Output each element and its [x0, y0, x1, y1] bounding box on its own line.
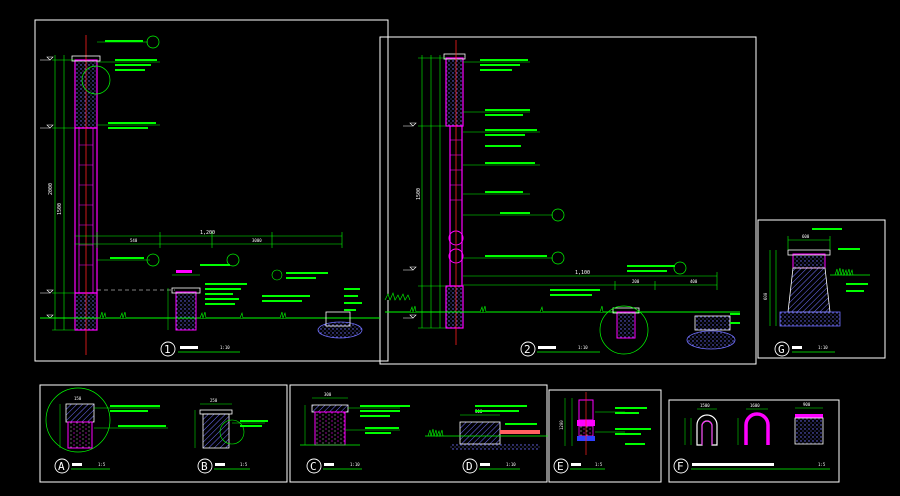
- view-scale-g: 1:10: [818, 345, 828, 350]
- dim-v1-a: 540: [130, 238, 138, 243]
- frame-view-2: [379, 36, 757, 365]
- frame-view-e: [548, 389, 662, 483]
- pier-v2: [616, 311, 636, 339]
- dim-v1-horizontal: 1,200: [200, 230, 215, 236]
- view-letter-f: F: [677, 460, 684, 473]
- dim-v2-a: 200: [632, 279, 640, 284]
- callout-circle-v1-c: [146, 253, 160, 267]
- view-1-elevation: 2000 1500: [40, 35, 380, 357]
- callout-circle-v1-a: [146, 35, 160, 49]
- dim-v1-mid: 1500: [57, 203, 63, 215]
- dim-v2-b: 400: [690, 279, 698, 284]
- view-scale-c: 1:10: [350, 462, 360, 467]
- view-scale-1: 1:10: [220, 345, 230, 350]
- dim-a: 150: [74, 396, 82, 401]
- view-scale-2: 1:10: [578, 345, 588, 350]
- arch-icon-white: [696, 414, 718, 446]
- callout-circle-v2-b: [551, 251, 565, 265]
- grass-icon: [384, 292, 604, 314]
- view-a-detail: 150 A 1:5: [45, 387, 168, 474]
- view-letter-b: B: [201, 460, 208, 473]
- view-scale-e: 1:5: [595, 462, 603, 467]
- pier-v1: [175, 291, 197, 331]
- view-scale-a: 1:5: [98, 462, 106, 467]
- view-f-detail: 1500 1600 900 F 1:5: [673, 402, 830, 474]
- view-letter-a: A: [58, 460, 65, 473]
- dim-c: 300: [324, 392, 332, 397]
- view-scale-f: 1:5: [818, 462, 826, 467]
- arch-icon-magenta: [744, 412, 770, 445]
- view-circle-b: [197, 458, 213, 474]
- view-e-detail: 1200 E 1:5: [553, 392, 651, 474]
- dim-v1-b: 3000: [252, 238, 262, 243]
- grass-icon: [427, 428, 444, 438]
- view-c-detail: 300 C 1:10: [300, 392, 410, 474]
- callout-circle-v2-footing: [599, 305, 649, 355]
- dim-v2-horizontal: 1,100: [575, 270, 590, 276]
- view-circle-a: [54, 458, 70, 474]
- frame-view-ab: [39, 384, 288, 483]
- view-circle-c: [306, 458, 322, 474]
- view-circle-1: [160, 341, 176, 357]
- callout-circle-v1-b: [81, 65, 111, 95]
- view-2-elevation: 1500: [384, 40, 740, 357]
- view-number-2: 2: [524, 343, 531, 356]
- view-letter-d: D: [466, 460, 473, 473]
- dim-f-c: 900: [803, 402, 811, 407]
- view-letter-c: C: [310, 460, 317, 473]
- dim-v2-total: 1500: [416, 188, 422, 200]
- view-circle-2: [520, 341, 536, 357]
- stone-pier-g: [787, 267, 831, 313]
- view-letter-g: G: [778, 343, 785, 356]
- callout-circle-v1-d: [226, 253, 240, 267]
- view-letter-e: E: [557, 460, 564, 473]
- dim-e: 1200: [559, 420, 564, 430]
- dim-g-width: 600: [802, 234, 810, 239]
- view-d-detail: 500 D 1:10: [425, 405, 548, 474]
- dim-g-height: 600: [763, 292, 768, 300]
- dim-f-a: 1500: [700, 403, 710, 408]
- callout-circle-v2-a: [551, 208, 565, 222]
- view-number-1: 1: [164, 343, 171, 356]
- frame-view-f: [668, 399, 840, 483]
- frame-view-cd: [289, 384, 548, 483]
- view-circle-e: [553, 458, 569, 474]
- stone-footing-v2: [686, 330, 736, 350]
- dim-v1-total: 2000: [48, 183, 54, 195]
- view-circle-f: [673, 458, 689, 474]
- wall-column-2-top: [445, 57, 464, 127]
- grass-icon: [99, 311, 287, 320]
- view-scale-d: 1:10: [506, 462, 516, 467]
- view-circle-d: [462, 458, 478, 474]
- view-g-section: 600 600 G 1:10: [763, 228, 870, 357]
- dim-f-b: 1600: [750, 403, 760, 408]
- frame-view-g: [757, 219, 886, 359]
- stone-footing-v1: [317, 321, 363, 339]
- callout-circle-v2-c: [673, 261, 687, 275]
- frame-view-1: [34, 19, 389, 362]
- view-b-detail: 250 B 1:5: [194, 398, 268, 474]
- view-circle-g: [774, 341, 790, 357]
- grass-icon: [834, 267, 854, 277]
- view-scale-b: 1:5: [240, 462, 248, 467]
- dim-b: 250: [210, 398, 218, 403]
- wall-column-2-base: [445, 285, 464, 329]
